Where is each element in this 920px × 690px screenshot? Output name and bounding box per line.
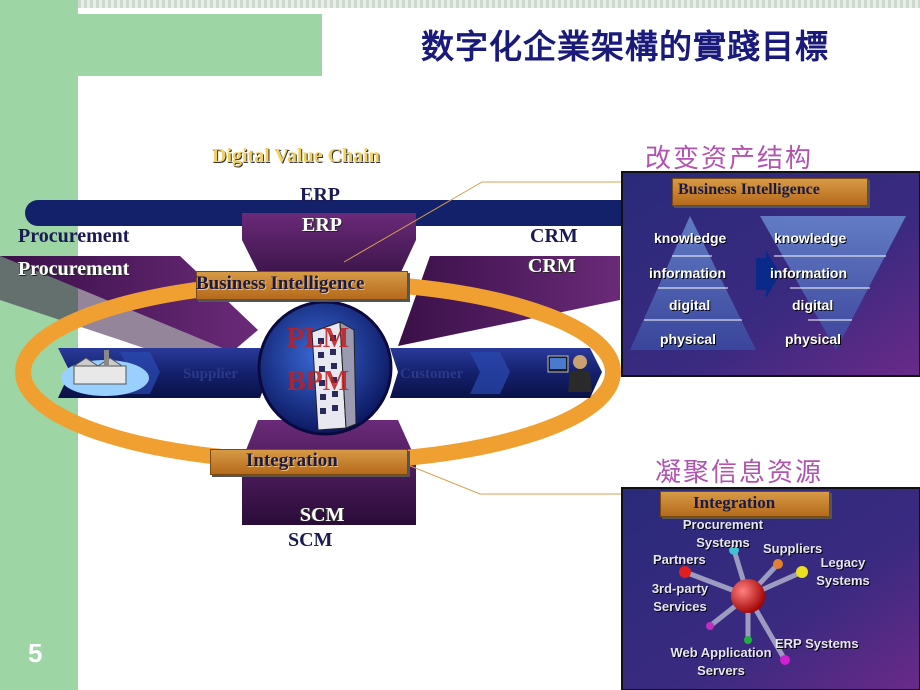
bi-connector: [343, 181, 622, 263]
page-number: 5: [28, 638, 43, 668]
integration-connector: [407, 464, 622, 495]
pyramid-left: [630, 216, 756, 350]
integration-panel-title: Integration: [693, 493, 776, 512]
procurement-box-label: Procurement: [18, 258, 130, 280]
integration-panel-heading: 凝聚信息资源: [655, 458, 824, 488]
bi-gold-box: [196, 271, 408, 300]
procurement-systems-label: Procurement Systems: [682, 517, 764, 550]
right-level-information: information: [770, 265, 847, 281]
transform-arrow-icon: [756, 250, 780, 298]
crm-box-label: CRM: [528, 255, 576, 277]
scm-box-label: SCM: [300, 504, 345, 526]
suppliers-label: Suppliers: [763, 541, 823, 556]
integration-panel-title-box: [660, 491, 830, 517]
bpm-label: BPM: [287, 366, 350, 397]
integration-hub: [731, 579, 765, 613]
green-header-band: [0, 14, 322, 76]
procurement-label: Procurement: [18, 225, 130, 247]
integration-panel-bg: [621, 487, 920, 690]
node-legacy: [796, 566, 808, 578]
scm-label: SCM: [288, 529, 333, 551]
right-level-physical: physical: [785, 331, 842, 347]
third-party-services-label: 3rd-party Services: [651, 581, 709, 614]
customer-label: Customer: [400, 366, 464, 382]
bi-panel-heading: 改变资产结构: [645, 144, 814, 174]
node-procurement: [729, 545, 739, 555]
partners-label: Partners: [653, 552, 706, 567]
bi-panel-title: Business Intelligence: [678, 181, 820, 198]
customer-computer-icon: [547, 355, 592, 392]
erp-box-label: ERP: [302, 214, 342, 236]
node-suppliers: [773, 559, 783, 569]
factory-icon: [61, 350, 149, 396]
node-partners: [679, 566, 691, 578]
node-web-app: [780, 655, 790, 665]
plm-label: PLM: [287, 323, 350, 354]
bi-label: Business Intelligence: [196, 273, 365, 294]
legacy-systems-label: Legacy Systems: [816, 555, 870, 588]
slide-title: 数字化企業架構的實踐目標: [421, 27, 829, 66]
digital-value-chain-header: Digital Value Chain: [212, 145, 380, 167]
node-third-party: [706, 622, 714, 630]
building-icon: [311, 321, 357, 431]
node-erp: [744, 636, 752, 644]
supplier-label: Supplier: [183, 366, 239, 382]
left-level-knowledge: knowledge: [654, 230, 727, 246]
right-level-digital: digital: [792, 297, 834, 313]
erp-systems-label: ERP Systems: [775, 636, 859, 651]
left-level-digital: digital: [669, 297, 711, 313]
right-level-knowledge: knowledge: [774, 230, 847, 246]
crm-label: CRM: [530, 225, 578, 247]
integration-label: Integration: [246, 450, 338, 471]
pyramid-right: [760, 216, 906, 350]
integration-gold-box: [210, 449, 408, 475]
top-stripe: [0, 0, 920, 8]
left-level-information: information: [649, 265, 726, 281]
erp-label: ERP: [300, 184, 340, 206]
bi-panel-title-box: [672, 178, 868, 206]
left-level-physical: physical: [660, 331, 717, 347]
web-application-servers-label: Web Application Servers: [670, 645, 772, 678]
